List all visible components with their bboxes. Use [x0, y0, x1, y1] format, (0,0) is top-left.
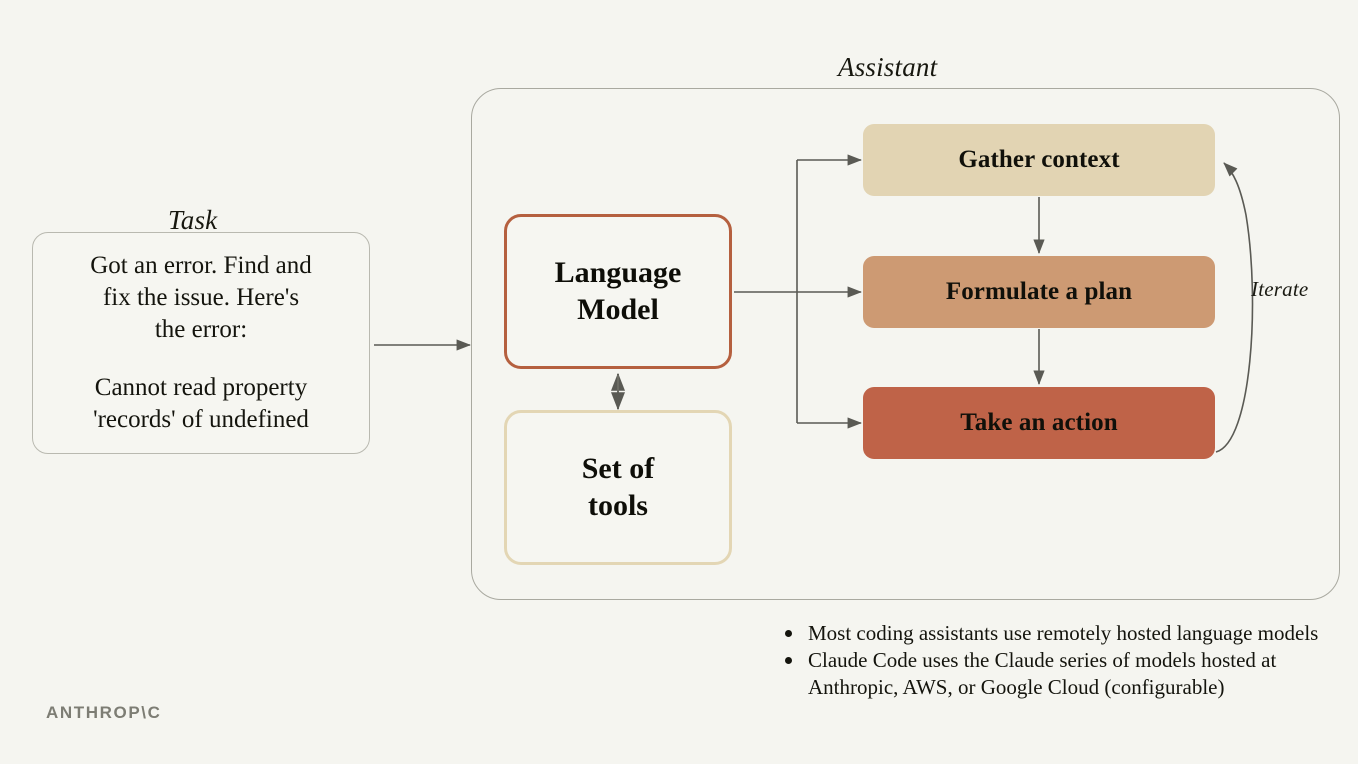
note-item-2-text: Claude Code uses the Claude series of mo…: [808, 648, 1277, 699]
task-text-line-2: fix the issue. Here's: [102, 284, 300, 311]
assistant-label: Assistant: [838, 52, 938, 82]
step-formulate-a-plan-label: Formulate a plan: [945, 278, 1133, 305]
anthropic-wordmark: ANTHROP\C: [46, 703, 162, 722]
step-formulate-a-plan: Formulate a plan: [863, 256, 1215, 328]
task-box: Got an error. Find and fix the issue. He…: [32, 232, 370, 454]
task-error-line-1: Cannot read property: [94, 374, 308, 401]
step-take-an-action: Take an action: [863, 387, 1215, 459]
notes-list: Most coding assistants use remotely host…: [780, 620, 1346, 701]
note-item-2: Claude Code uses the Claude series of mo…: [780, 647, 1346, 700]
bullet-icon: [785, 657, 792, 665]
bullet-icon: [785, 630, 792, 637]
assistant-container: [471, 88, 1340, 600]
task-text-line-1: Got an error. Find and: [90, 252, 312, 279]
note-item-1-text: Most coding assistants use remotely host…: [808, 621, 1319, 645]
language-model-node: Language Model: [504, 214, 732, 369]
note-item-1: Most coding assistants use remotely host…: [780, 620, 1346, 646]
task-label: Task: [168, 205, 218, 235]
task-text-line-3: the error:: [154, 316, 248, 343]
step-gather-context-label: Gather context: [958, 146, 1120, 173]
set-of-tools-label-line-2: tools: [587, 488, 648, 522]
set-of-tools-node: Set of tools: [504, 410, 732, 565]
language-model-label-line-1: Language: [554, 255, 682, 289]
task-error-line-2: 'records' of undefined: [93, 406, 309, 433]
step-take-an-action-label: Take an action: [960, 409, 1118, 436]
step-gather-context: Gather context: [863, 124, 1215, 196]
iterate-label: Iterate: [1251, 277, 1309, 301]
language-model-label-line-2: Model: [577, 292, 659, 326]
set-of-tools-label-line-1: Set of: [581, 451, 655, 485]
